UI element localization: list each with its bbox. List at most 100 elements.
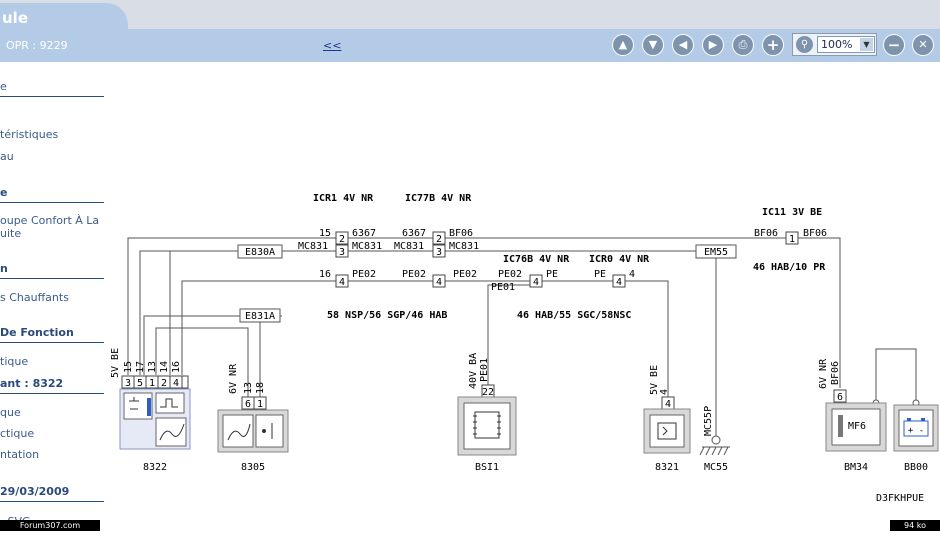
vertical-label: 40V BA — [468, 353, 479, 389]
icr1-pin2-box — [335, 231, 349, 245]
e830a-label: E830A — [245, 247, 275, 258]
pin-label: 2 — [339, 234, 345, 245]
sidebar-item[interactable]: e — [0, 80, 7, 93]
mc55-terminal — [711, 435, 721, 445]
arrow-right-icon[interactable]: ▶ — [702, 34, 724, 56]
arrow-down-icon[interactable]: ▼ — [642, 34, 664, 56]
wire-label: PE02 — [498, 269, 522, 280]
mf6-label: MF6 — [848, 421, 866, 432]
magnifier-icon: ⚲ — [796, 36, 813, 53]
minus-icon[interactable]: − — [883, 34, 905, 56]
component-bsi1 — [457, 384, 517, 456]
plus-icon[interactable]: + — [762, 34, 784, 56]
wire-label: MC831 — [394, 241, 424, 252]
sidebar-divider — [0, 393, 104, 394]
sidebar-divider — [0, 278, 104, 279]
sidebar-item[interactable]: tique — [0, 355, 29, 368]
pin-label: 3 — [436, 247, 442, 258]
pin-label: 4 — [616, 277, 622, 288]
close-icon[interactable]: ✕ — [912, 34, 934, 56]
sidebar-item[interactable]: oupe Confort À La — [0, 214, 100, 227]
component-8305 — [217, 396, 289, 453]
em55-box — [695, 244, 737, 259]
pin-label: 4 — [436, 277, 442, 288]
pin-number: 1 — [257, 399, 263, 410]
pin-number: 6 — [245, 399, 251, 410]
harness-label: ICR1 4V NR — [313, 193, 374, 204]
e831a-box — [239, 308, 281, 323]
vertical-label: 15 — [123, 361, 134, 373]
pin-number: 4 — [173, 378, 179, 389]
title-tab: ule — [0, 3, 128, 33]
harness-label: IC11 3V BE — [762, 207, 822, 218]
ic77b-pin3-box — [432, 244, 446, 258]
sidebar-divider — [0, 342, 104, 343]
print-icon[interactable]: ⎙ — [732, 34, 754, 56]
page-title: ule — [2, 9, 28, 27]
harness-label: ICR0 4V NR — [589, 254, 650, 265]
e830a-box — [237, 244, 283, 259]
back-link[interactable]: << — [323, 39, 342, 52]
arrow-left-icon[interactable]: ◀ — [672, 34, 694, 56]
component-name: 8305 — [241, 462, 265, 473]
pin-number: 3 — [125, 378, 131, 389]
icr1-pin3-box — [335, 244, 349, 258]
ic11-pin1-box — [785, 231, 799, 245]
sidebar-heading: ant : 8322 — [0, 377, 64, 390]
wire-label: 6367 — [402, 228, 426, 239]
sidebar-item[interactable]: téristiques — [0, 128, 59, 141]
vertical-label: 13 — [147, 361, 158, 373]
sidebar-item[interactable]: ntation — [0, 448, 40, 461]
pin-number: 6 — [837, 392, 843, 403]
note-label: 46 HAB/55 SGC/58NSC — [517, 310, 631, 321]
component-bb00 — [893, 404, 939, 452]
sidebar-heading: n — [0, 262, 8, 275]
zoom-value: 100% — [821, 38, 853, 51]
component-name: 8321 — [655, 462, 679, 473]
toolbar: OPR : 9229 << ▲ ▼ ◀ ▶ ⎙ + ⚲ 100% ▼ − ✕ — [0, 29, 940, 62]
chevron-down-icon[interactable]: ▼ — [860, 38, 873, 51]
component-8321 — [643, 396, 691, 454]
vertical-label: MC55P — [703, 406, 714, 436]
sidebar-heading: 29/03/2009 — [0, 485, 70, 498]
sidebar-divider — [0, 96, 104, 97]
wire-label: PE01 — [491, 282, 515, 293]
harness-label: IC76B 4V NR — [503, 254, 570, 265]
sidebar-item[interactable]: au — [0, 150, 14, 163]
sidebar-heading: e — [0, 186, 8, 199]
wire-label: 4 — [629, 269, 635, 280]
top-bar: ule OPR : 9229 << ▲ ▼ ◀ ▶ ⎙ + ⚲ 100% ▼ −… — [0, 0, 940, 62]
pin-number: 22 — [482, 387, 494, 398]
vertical-label: 6V NR — [228, 363, 239, 394]
sidebar-item[interactable]: que — [0, 406, 21, 419]
sidebar-item[interactable]: ctique — [0, 427, 35, 440]
pin-label: 1 — [789, 234, 795, 245]
pin-label: 4 — [339, 277, 345, 288]
wire-label: PE02 — [402, 269, 426, 280]
e831a-label: E831A — [245, 311, 275, 322]
wire-label: PE — [594, 269, 606, 280]
vertical-label: 17 — [135, 361, 146, 373]
note-label: 46 HAB/10 PR — [753, 262, 826, 273]
wire-label: 15 — [319, 228, 331, 239]
em55-label: EM55 — [704, 247, 728, 258]
arrow-up-icon[interactable]: ▲ — [612, 34, 634, 56]
sidebar-item[interactable]: s Chauffants — [0, 291, 69, 304]
sidebar-item[interactable]: uite — [0, 227, 22, 240]
note-label: 58 NSP/56 SGP/46 HAB — [327, 310, 447, 321]
wire-label: PE02 — [453, 269, 477, 280]
vertical-label: BF06 — [830, 361, 841, 385]
sidebar-divider — [0, 501, 104, 502]
sidebar-heading: De Fonction — [0, 326, 74, 339]
wire-label: MC831 — [298, 241, 328, 252]
pin-number: 4 — [665, 399, 671, 410]
zoom-select[interactable]: 100% ▼ — [817, 36, 875, 53]
wire-label: MC831 — [352, 241, 382, 252]
vertical-label: PE01 — [479, 358, 490, 382]
wire-label: 6367 — [352, 228, 376, 239]
vertical-label: 4 — [659, 389, 670, 395]
pin-label: 3 — [339, 247, 345, 258]
icr0-pin4-box — [612, 274, 626, 288]
component-bm34 — [825, 389, 887, 452]
wiring-diagram: 2 3 4 2 3 4 4 4 1 E830A E831A EM55 ICR1 … — [105, 62, 940, 531]
